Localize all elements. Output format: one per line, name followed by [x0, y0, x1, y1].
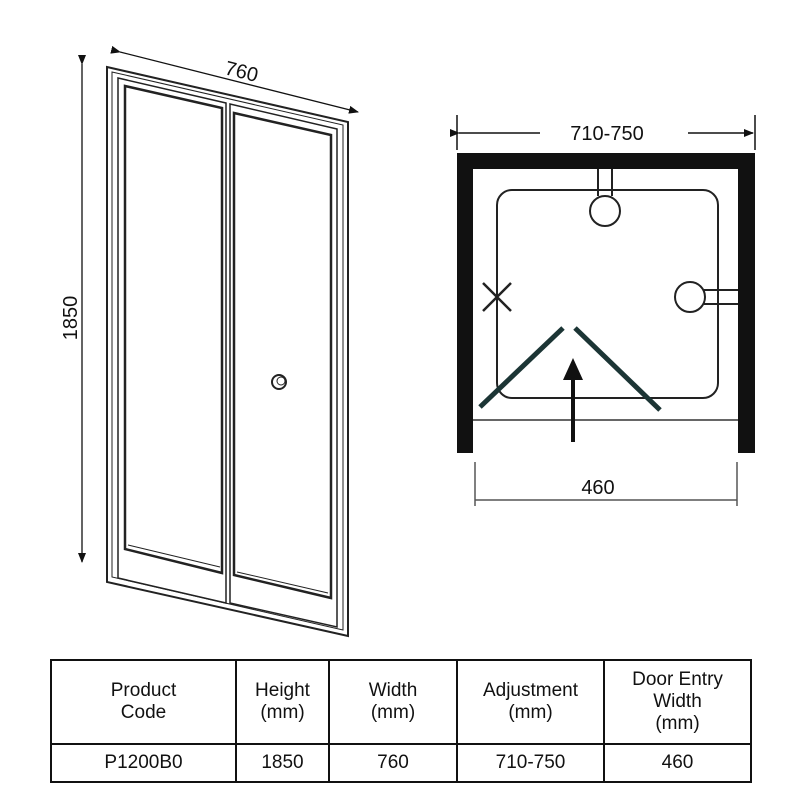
entry-dimension: 460	[474, 462, 738, 506]
header-text: (mm)	[370, 702, 416, 723]
entry-label: 460	[581, 477, 614, 499]
height-dimension: 1850	[60, 55, 86, 563]
plan-view	[457, 153, 755, 453]
header-text: (mm)	[508, 702, 553, 723]
header-text: Width	[368, 680, 418, 701]
shower-tray	[496, 189, 719, 399]
valve-icon	[674, 281, 706, 313]
header-text: Height	[255, 680, 310, 701]
bifold-glass	[478, 326, 662, 412]
cell-height: 1850	[235, 743, 330, 783]
header-text: Product	[110, 680, 177, 701]
adjustment-dimension: 710-750	[450, 115, 756, 150]
cell-product-code: P1200B0	[50, 743, 237, 783]
header-text: Door Entry	[632, 669, 723, 690]
adjustment-label: 710-750	[570, 123, 643, 145]
header-text: (mm)	[655, 713, 700, 734]
waste-icon	[589, 195, 621, 227]
header-text: Code	[120, 702, 167, 723]
header-width: Width(mm)	[328, 659, 458, 745]
cross-icon	[482, 282, 512, 312]
table-row: P1200B0 1850 760 710-750 460	[50, 743, 752, 783]
drawings: 1850 760 710-750 4	[60, 45, 756, 638]
header-text: Adjustment	[482, 680, 579, 701]
door-handle-icon	[271, 374, 287, 390]
front-view-door	[106, 65, 349, 638]
cell-door-entry-width: 460	[603, 743, 752, 783]
header-adjustment: Adjustment(mm)	[456, 659, 605, 745]
cell-width: 760	[328, 743, 458, 783]
header-text: (mm)	[260, 702, 305, 723]
cell-adjustment: 710-750	[456, 743, 605, 783]
header-height: Height(mm)	[235, 659, 330, 745]
height-label: 1850	[60, 296, 82, 341]
width-label: 760	[223, 57, 261, 86]
header-text: Width	[653, 691, 702, 712]
